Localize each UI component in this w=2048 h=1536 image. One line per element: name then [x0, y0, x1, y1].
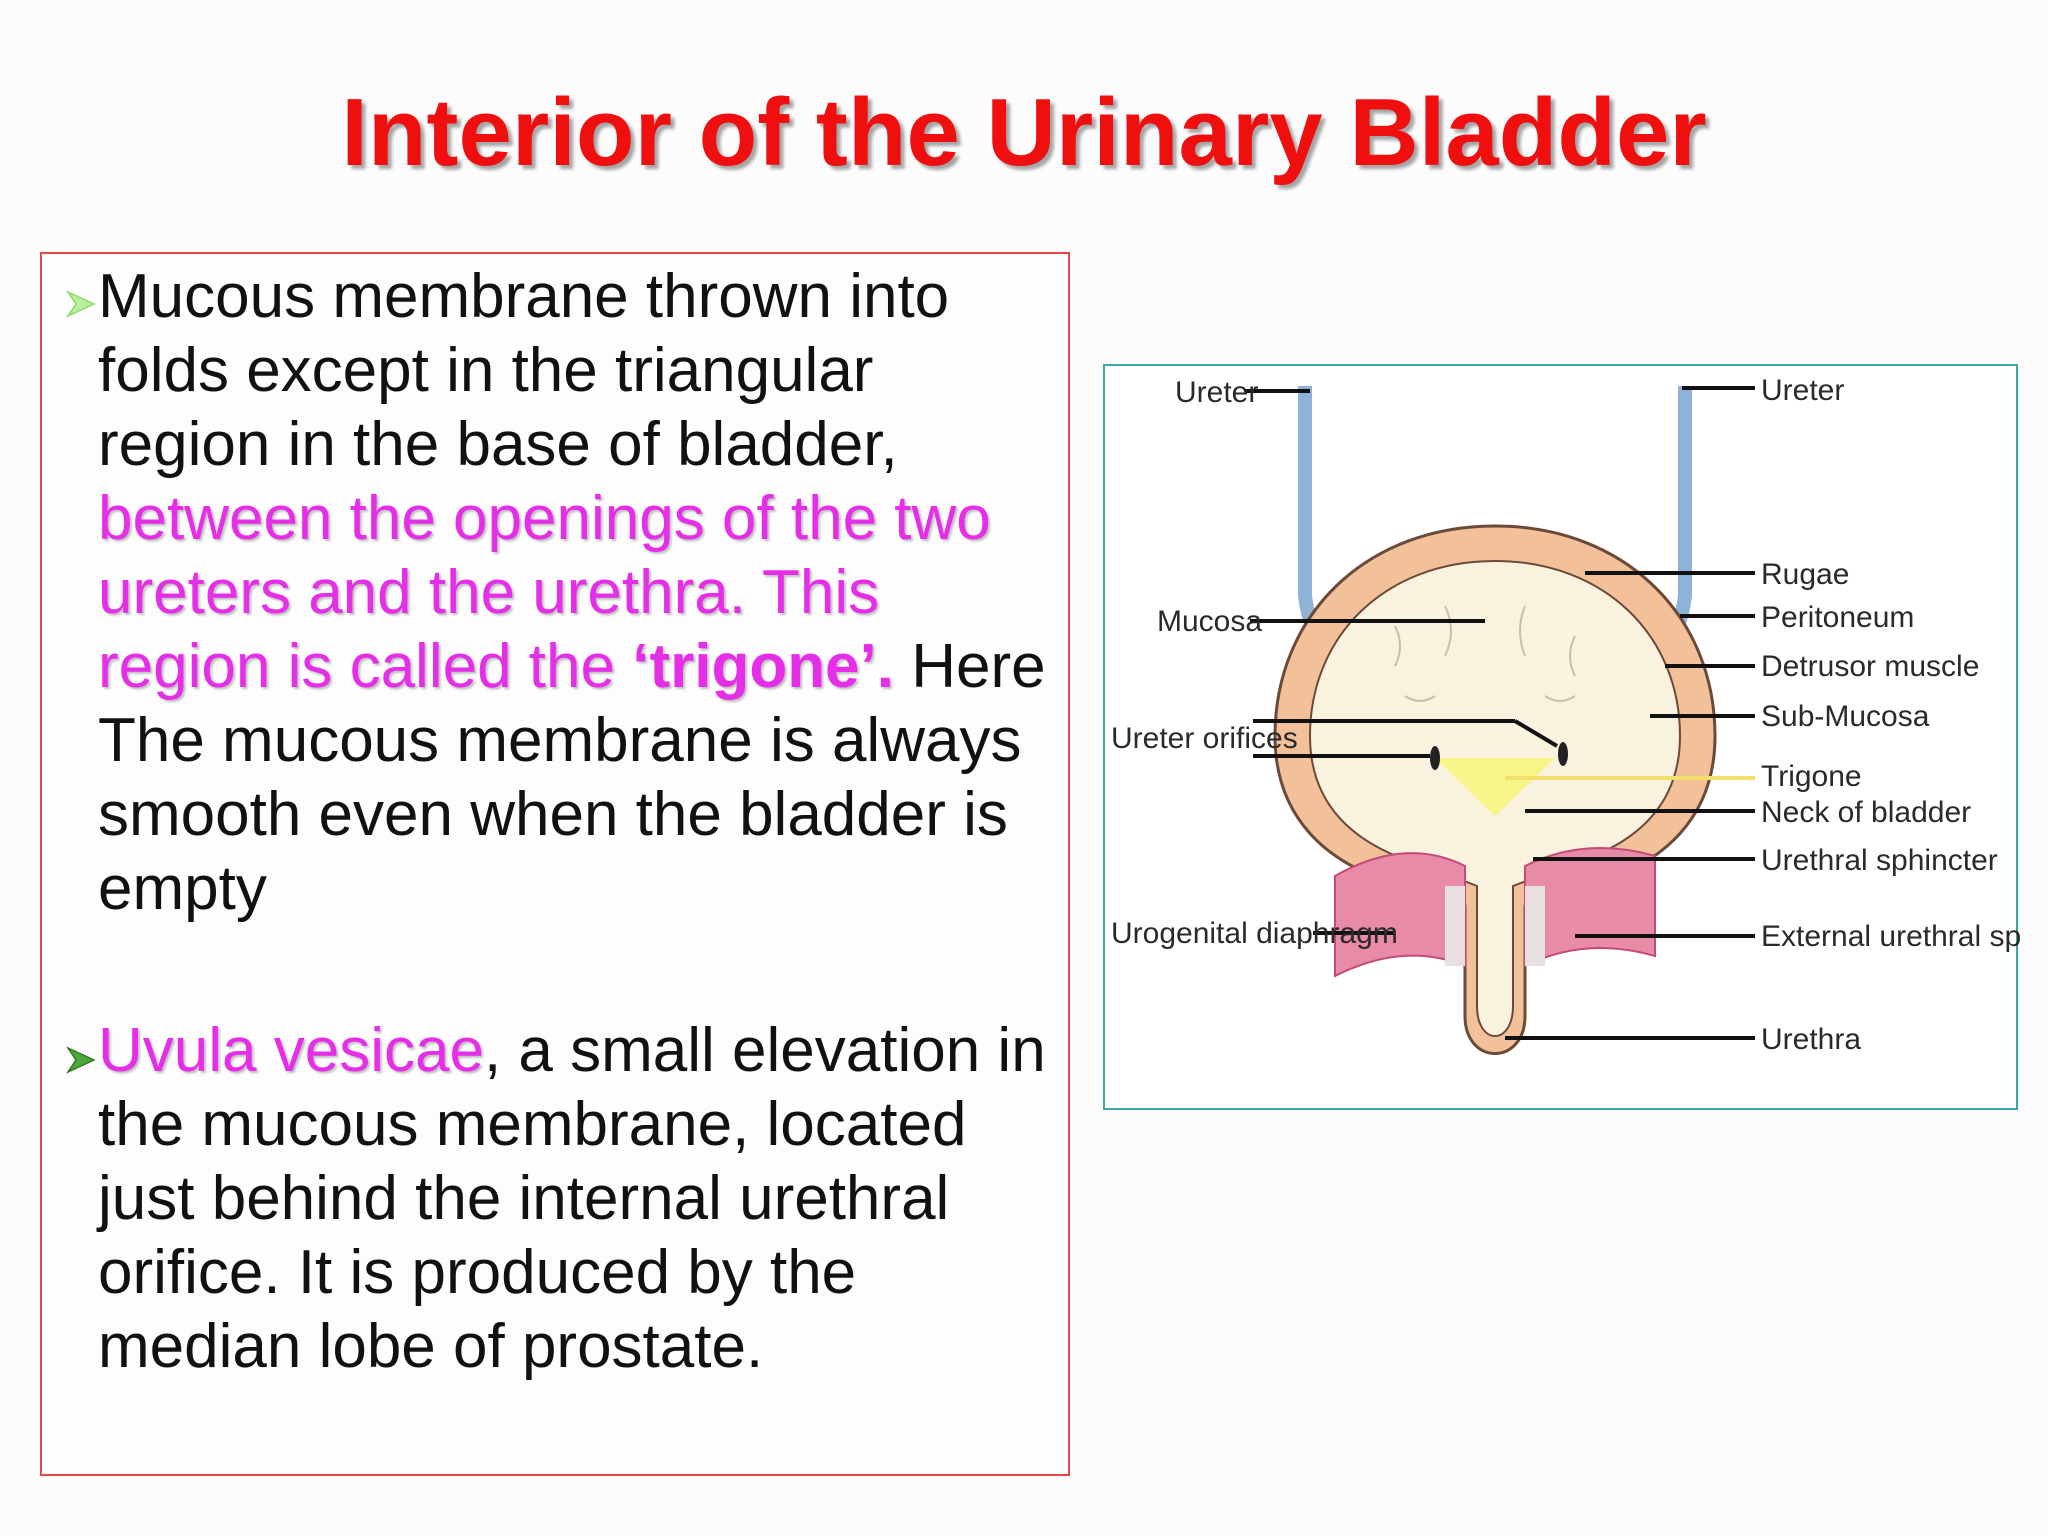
label-detrusor-muscle: Detrusor muscle [1761, 650, 1979, 683]
label-trigone: Trigone [1761, 760, 1862, 793]
label-urogenital-diaphragm: Urogenital diaphragm [1111, 917, 1398, 950]
slide-title: Interior of the Urinary Bladder [341, 79, 1707, 186]
arrow-bullet-icon [64, 1042, 104, 1078]
arrow-bullet-icon [64, 286, 104, 322]
label-ureter-orifices: Ureter orifices [1111, 722, 1298, 755]
bullet-uvula: Uvula vesicae, a small elevation in the … [98, 1014, 1058, 1384]
label-sub-mucosa: Sub-Mucosa [1761, 700, 1930, 733]
label-ureter-left: Ureter [1175, 376, 1258, 409]
label-peritoneum: Peritoneum [1761, 601, 1914, 634]
label-external-urethral-sphincter: External urethral sphincter [1761, 920, 2020, 953]
label-urethral-sphincter: Urethral sphincter [1761, 844, 1998, 877]
label-rugae: Rugae [1761, 558, 1849, 591]
bladder-diagram: Ureter Mucosa Ureter orifices Urogenital… [1103, 364, 2020, 1110]
label-mucosa: Mucosa [1157, 605, 1262, 638]
bullet-text: Mucous membrane thrown into folds except… [98, 262, 950, 479]
text-panel [40, 252, 1070, 1476]
highlight-text: Uvula vesicae [98, 1016, 484, 1085]
bladder-illustration: Ureter Mucosa Ureter orifices Urogenital… [1111, 374, 2020, 1056]
highlight-bold-text: ‘trigone’. [632, 632, 894, 701]
bullet-text: , a small elevation in the mucous membra… [98, 1016, 1046, 1381]
bullet-text-continued: Here The mucous membrane is always smoot… [98, 632, 1046, 923]
label-urethra: Urethra [1761, 1023, 1861, 1056]
label-neck-of-bladder: Neck of bladder [1761, 796, 1971, 829]
label-ureter-right: Ureter [1761, 374, 1844, 407]
highlight-text: between the openings of the two ureters … [98, 484, 991, 701]
bullet-trigone: Mucous membrane thrown into folds except… [98, 260, 1058, 926]
